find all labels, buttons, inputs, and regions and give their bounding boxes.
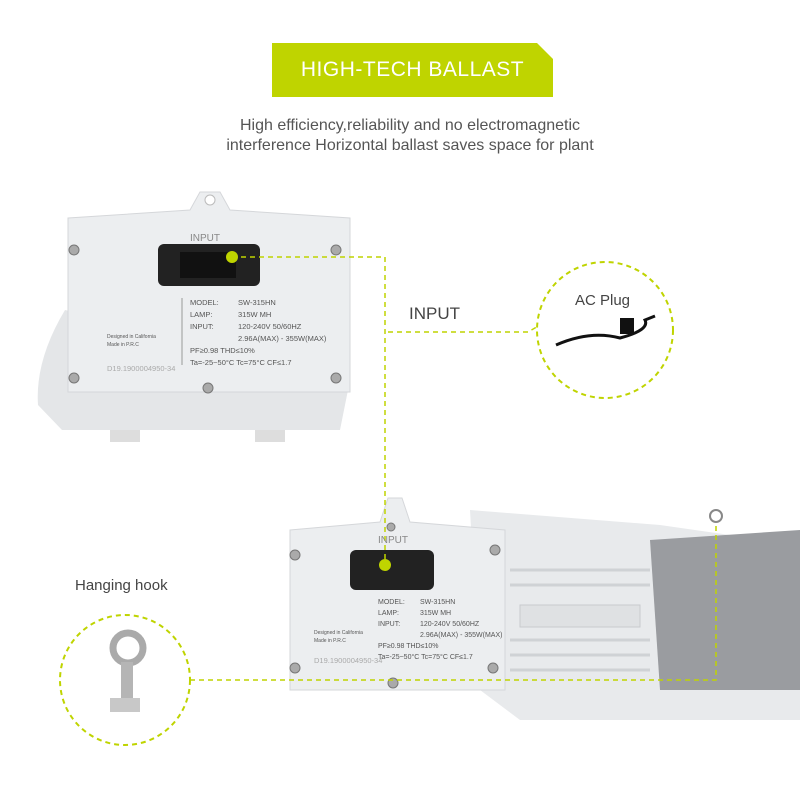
socket-label-bottom: INPUT xyxy=(378,535,408,546)
title-banner: HIGH-TECH BALLAST xyxy=(272,43,553,97)
spec-key: INPUT: xyxy=(378,621,401,628)
serial-bottom: D19.1900004950-34 xyxy=(314,656,383,665)
spec-key: MODEL: xyxy=(378,599,405,606)
origin-text-bottom: Designed in California Made in P.R.C xyxy=(314,629,363,645)
spec-value: 315W MH xyxy=(420,610,452,617)
subtitle-line-1: High efficiency,reliability and no elect… xyxy=(239,117,581,134)
input-callout-label: INPUT xyxy=(409,304,460,323)
spec-key: MODEL: xyxy=(190,298,219,307)
ac-plug-cable xyxy=(555,314,656,347)
made-text: Made in P.R.C xyxy=(314,638,346,644)
spec-value: 120-240V 50/60HZ xyxy=(420,621,480,628)
hook-ring xyxy=(709,509,723,523)
spec-pf: PF≥0.98 THD≤10% xyxy=(190,346,255,355)
spec-plate-bottom: MODEL: SW-315HN LAMP: 315W MH INPUT: 120-24… xyxy=(378,597,502,663)
made-text: Made in P.R.C xyxy=(107,342,139,348)
spec-key: LAMP: xyxy=(190,310,213,319)
spec-value: SW-315HN xyxy=(238,298,276,307)
origin-text-top: Designed in California Made in P.R.C xyxy=(107,333,156,349)
spec-value: 2.96A(MAX) - 355W(MAX) xyxy=(238,334,327,343)
serial-top: D19.1900004950-34 xyxy=(107,364,176,373)
spec-temps: Ta=-25~50°C Tc=75°C CF≤1.7 xyxy=(378,654,473,661)
subtitle-line-2: interference Horizontal ballast saves sp… xyxy=(226,137,594,154)
ac-plug-label: AC Plug xyxy=(575,292,631,309)
callout-lines xyxy=(190,256,717,681)
socket-label-top: INPUT xyxy=(190,233,220,244)
spec-key: LAMP: xyxy=(378,610,400,617)
spec-value: 2.96A(MAX) - 355W(MAX) xyxy=(420,632,503,639)
ballast-endplate-top xyxy=(67,191,351,393)
designed-text: Designed in California xyxy=(107,334,156,340)
spec-key: INPUT: xyxy=(190,322,214,331)
ballast-endplate-bottom xyxy=(289,497,506,691)
spec-value: SW-315HN xyxy=(420,599,456,606)
ac-plug-circle xyxy=(536,261,674,399)
spec-value: 120-240V 50/60HZ xyxy=(238,322,302,331)
spec-plate-top: MODEL: SW-315HN LAMP: 315W MH INPUT: 120-24… xyxy=(190,297,326,369)
power-socket-bottom xyxy=(350,550,434,590)
hanging-hook-label: Hanging hook xyxy=(75,577,168,594)
spec-pf: PF≥0.98 THD≤10% xyxy=(378,643,439,650)
designed-text: Designed in California xyxy=(314,630,363,636)
spec-temps: Ta=-25~50°C Tc=75°C CF≤1.7 xyxy=(190,358,292,367)
reflector xyxy=(650,530,800,690)
spec-value: 315W MH xyxy=(238,310,272,319)
